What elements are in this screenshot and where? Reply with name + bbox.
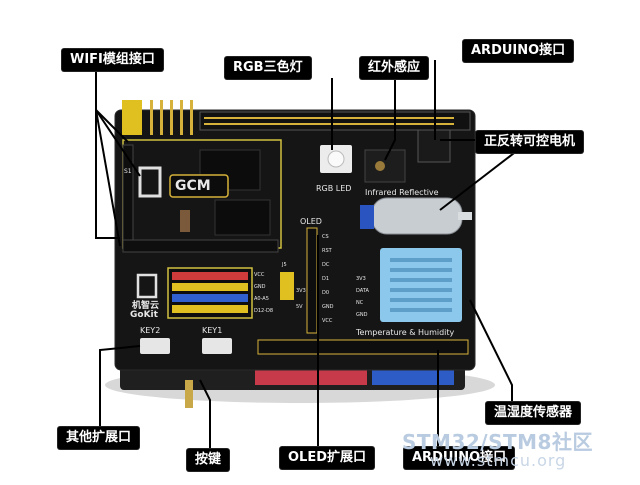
sensor-pin-gnd: GND (356, 312, 368, 318)
callout-oled: OLED扩展口 (280, 447, 375, 469)
header-pin-d12d8: D12-D8 (254, 308, 274, 314)
key1-button[interactable] (202, 338, 232, 354)
callout-infrared: 红外感应 (360, 57, 429, 79)
mark-3v3: 3V3 (296, 288, 306, 294)
ext-yellow-row (172, 283, 248, 291)
pin-s1-silk: S1 (124, 168, 132, 175)
mcu-chip (214, 199, 271, 236)
oled-pin-d1: D1 (322, 276, 330, 282)
sensor-pin-data: DATA (356, 288, 369, 294)
callout-rgb: RGB三色灯 (225, 57, 311, 79)
bottom-pin-header (257, 339, 469, 355)
key2-silk: KEY2 (140, 326, 161, 335)
ext-blue-row (172, 294, 248, 302)
logo-badge (169, 174, 229, 198)
oled-pin-gnd: GND (322, 304, 334, 310)
dht-sensor (380, 248, 462, 322)
oled-pin-rst: RST (322, 248, 332, 254)
knob-stem (185, 380, 193, 408)
motor-cap (360, 205, 374, 229)
watermark-brand: STM32/STM8社区 (402, 430, 593, 454)
rgb-led-silk: RGB LED (316, 184, 352, 193)
logo-mark (138, 166, 162, 198)
callout-arduino-top: ARDUINO接口 (463, 40, 574, 62)
wifi-yellow-jumper (122, 100, 142, 135)
callout-other-ext: 其他扩展口 (58, 427, 140, 449)
motor-shaft (458, 212, 472, 220)
dht-grille (390, 258, 452, 312)
top-pins (204, 117, 454, 125)
sensor-pin-nc: NC (356, 300, 364, 306)
watermark-url: www.stmcu.org (430, 451, 567, 470)
callout-motor: 正反转可控电机 (476, 131, 584, 153)
callout-temp-humidity: 温湿度传感器 (486, 402, 581, 424)
ext-red-row (172, 272, 248, 280)
infrared-silk: Infrared Reflective (365, 188, 439, 197)
ir-led (375, 161, 385, 171)
top-pin-header (199, 111, 471, 131)
temp-humidity-silk: Temperature & Humidity (356, 328, 455, 337)
oled-pin-dc: DC (322, 262, 330, 268)
callout-wifi: WIFI模组接口 (62, 49, 163, 71)
crystal (180, 210, 190, 232)
power-jumper (280, 272, 294, 300)
callout-lines (95, 60, 519, 455)
callout-arduino-bottom: ARDUINO接口 (404, 447, 515, 469)
ext-yellow-row-2 (172, 305, 248, 313)
oled-silk: OLED (300, 217, 322, 226)
oled-header (306, 227, 318, 334)
header-pin-gnd: GND (254, 284, 266, 290)
oled-pin-d0: D0 (322, 290, 330, 296)
key1-silk: KEY1 (202, 326, 223, 335)
left-header (122, 144, 134, 241)
brand-cn-silk: 机智云 (132, 301, 160, 311)
wifi-pins (150, 100, 193, 135)
oled-pin-cs: CS (322, 234, 329, 240)
header-pin-a0a5: A0-A5 (254, 296, 269, 302)
sensor-pin-3v3: 3V3 (356, 276, 366, 282)
oled-pin-vcc: VCC (322, 318, 333, 324)
header-pin-vcc: VCC (254, 272, 265, 278)
key2-button[interactable] (140, 338, 170, 354)
rgb-led-dome (327, 150, 345, 168)
board-logo-text: GCM (175, 178, 211, 194)
wifi-bottom-header (122, 239, 279, 253)
brand-en-silk: GoKit (130, 310, 158, 320)
mark-j5: J5 (282, 262, 287, 268)
mark-5v: 5V (296, 304, 303, 310)
callout-keys: 按键 (187, 449, 230, 471)
brand-mark (136, 273, 158, 299)
